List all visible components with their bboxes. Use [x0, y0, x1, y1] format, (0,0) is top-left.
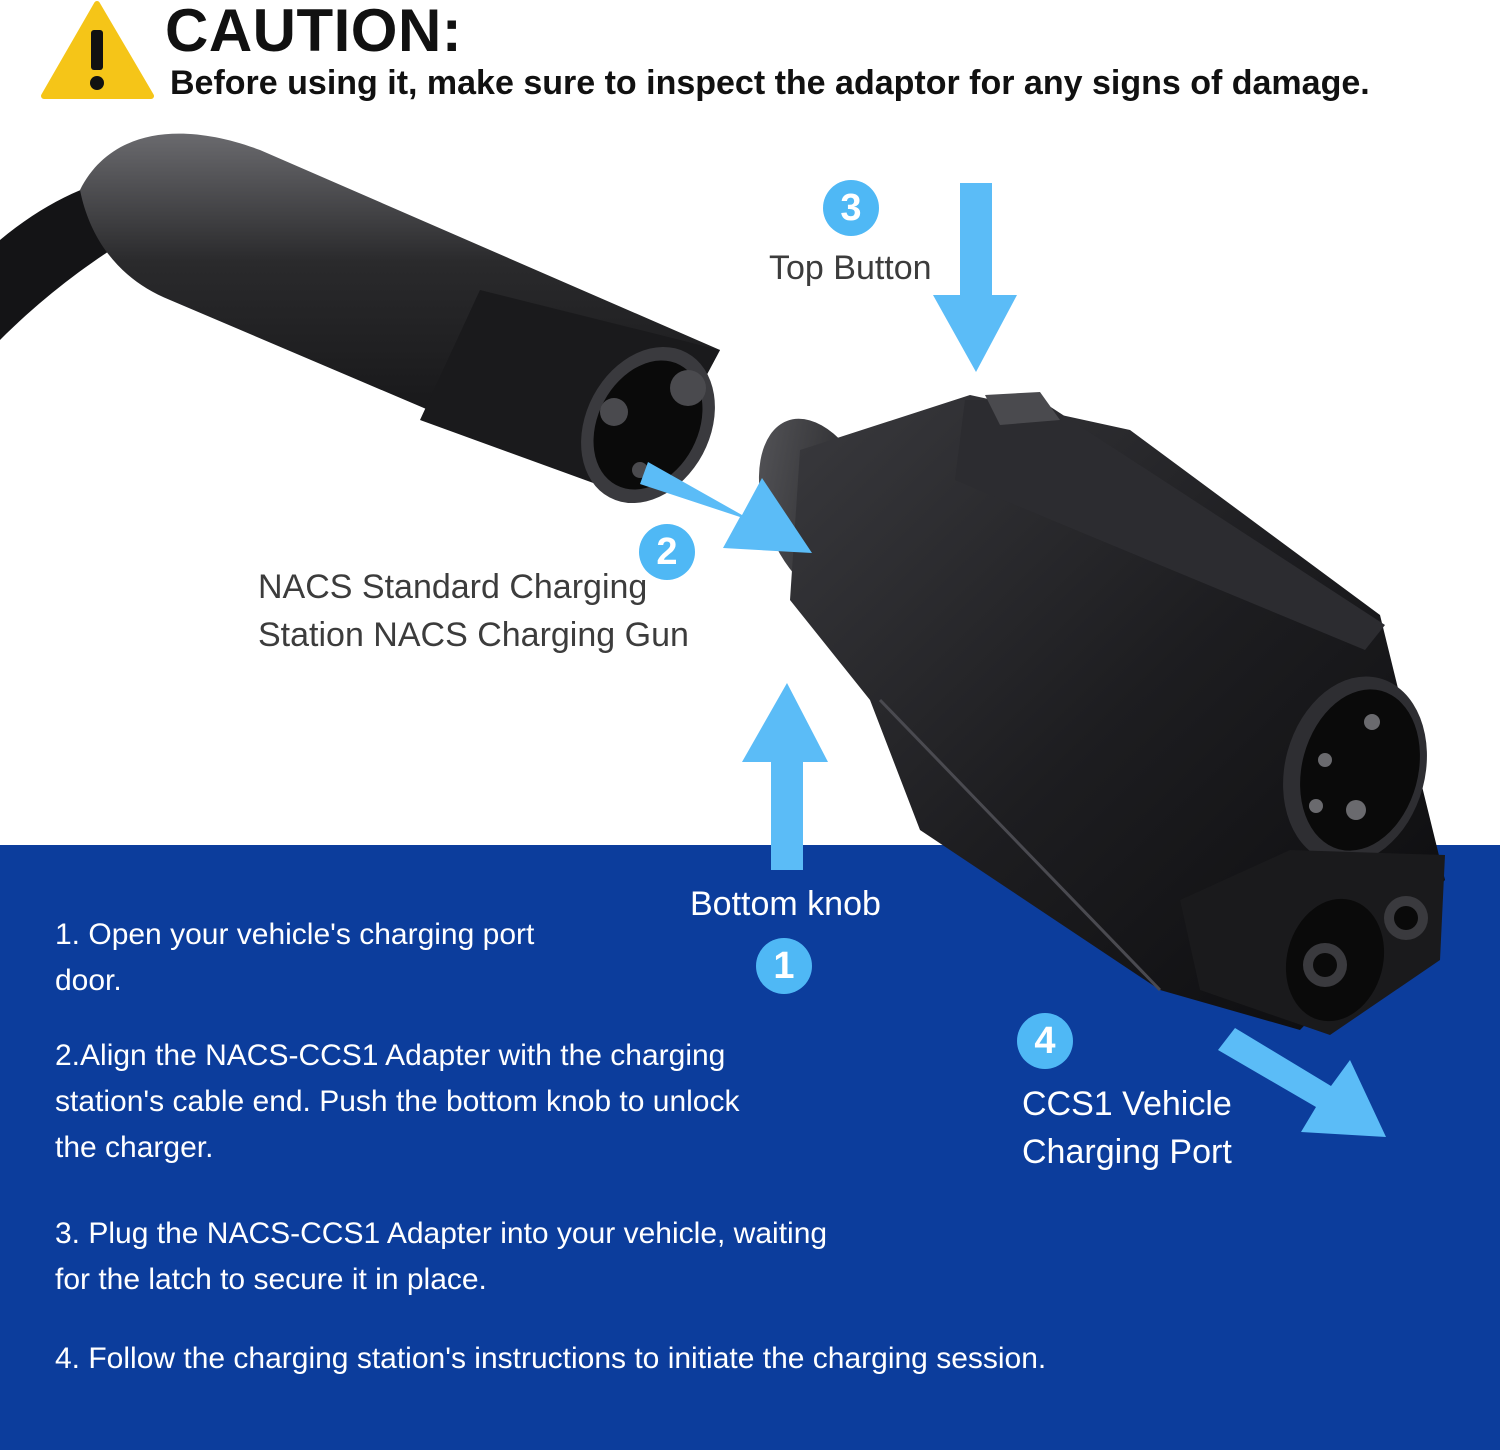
arrow-up-icon	[742, 683, 828, 870]
arrow-right-down-icon	[1218, 1028, 1386, 1137]
callout-label-line: Charging Port	[1022, 1133, 1232, 1171]
step-line: 2.Align the NACS-CCS1 Adapter with the c…	[55, 1039, 726, 1072]
step-2: 2.Align the NACS-CCS1 Adapter with the c…	[55, 1033, 740, 1171]
callout-label-line: CCS1 Vehicle	[1022, 1085, 1232, 1123]
callout-badge-3: 3	[823, 180, 879, 236]
callout-label-bottom-knob: Bottom knob	[690, 885, 881, 923]
charging-cable-image	[0, 133, 720, 504]
callout-badge-1: 1	[756, 938, 812, 994]
callout-badge-4: 4	[1017, 1013, 1073, 1069]
adapter-image	[758, 392, 1445, 1035]
caution-text: Before using it, make sure to inspect th…	[170, 64, 1370, 102]
step-line: 1. Open your vehicle's charging port	[55, 918, 535, 951]
arrow-right-down-icon	[640, 462, 812, 553]
step-1: 1. Open your vehicle's charging port doo…	[55, 912, 534, 1004]
step-line: door.	[55, 964, 122, 997]
callout-label-nacs-gun: NACS Standard Charging Station NACS Char…	[258, 563, 689, 659]
step-line: 4. Follow the charging station's instruc…	[55, 1342, 1047, 1375]
caution-title: CAUTION:	[165, 0, 463, 64]
step-line: station's cable end. Push the bottom kno…	[55, 1085, 740, 1118]
step-line: for the latch to secure it in place.	[55, 1263, 487, 1296]
warning-triangle-icon	[41, 1, 154, 99]
callout-label-ccs1-port: CCS1 Vehicle Charging Port	[1022, 1080, 1232, 1176]
callout-label-line: Station NACS Charging Gun	[258, 616, 689, 654]
step-4: 4. Follow the charging station's instruc…	[55, 1336, 1046, 1382]
step-line: the charger.	[55, 1131, 214, 1164]
step-3: 3. Plug the NACS-CCS1 Adapter into your …	[55, 1211, 827, 1303]
step-line: 3. Plug the NACS-CCS1 Adapter into your …	[55, 1217, 828, 1250]
callout-label-top-button: Top Button	[769, 249, 932, 287]
arrow-down-icon	[933, 183, 1017, 372]
callout-label-line: NACS Standard Charging	[258, 568, 648, 606]
callout-badge-2: 2	[639, 524, 695, 580]
